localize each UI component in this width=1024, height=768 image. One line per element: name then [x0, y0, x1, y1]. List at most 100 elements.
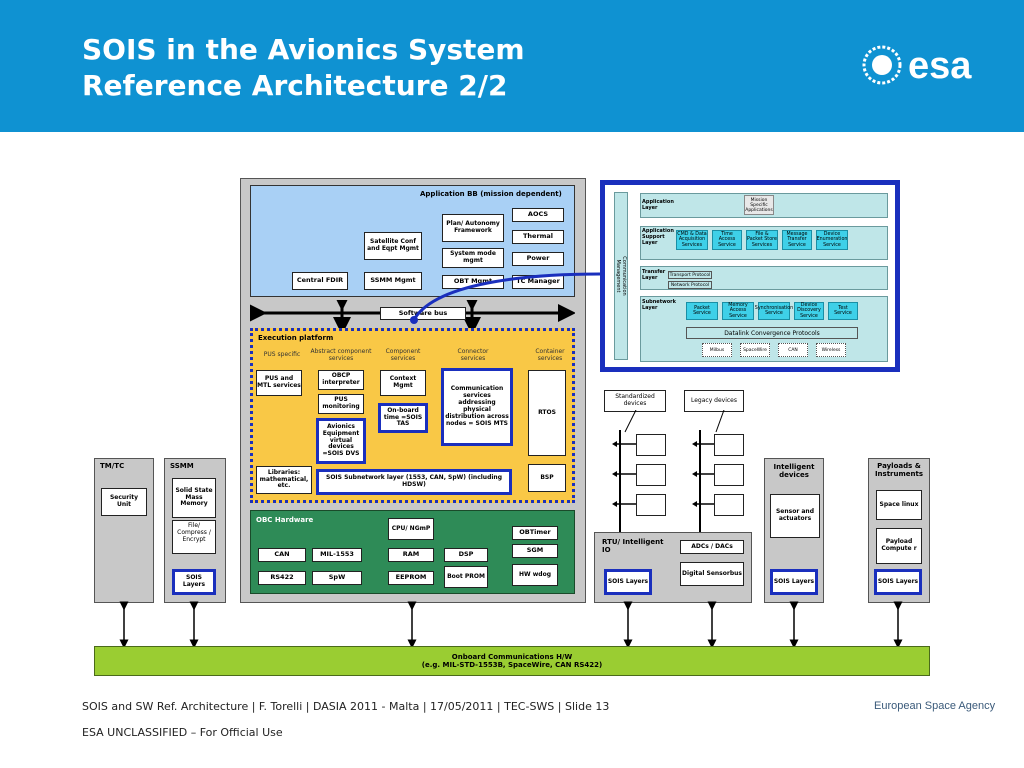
obc-hardware-title: OBC Hardware — [256, 516, 314, 524]
legacy-device-1 — [714, 434, 744, 456]
slide-title: SOIS in the Avionics System Reference Ar… — [82, 33, 525, 102]
execution-platform-title: Execution platform — [258, 334, 334, 342]
file-compress-box: File/ Compress / Encrypt — [172, 520, 216, 554]
can-box: CAN — [258, 548, 306, 562]
can-link: CAN — [778, 343, 808, 357]
file-packet-store-service: File & Packet Store Services — [746, 230, 778, 250]
legacy-devices-callout: Legacy devices — [684, 390, 744, 412]
standardized-device-2 — [636, 464, 666, 486]
spacewire-link: SpaceWire — [740, 343, 770, 357]
connector-services-label: Connector services — [457, 348, 489, 362]
device-discovery-service: Device Discovery Service — [794, 302, 824, 320]
payloads-title: Payloads & Instruments — [874, 462, 924, 478]
digital-sensorbus-box: Digital Sensorbus — [680, 562, 744, 586]
rtu-title: RTU/ Intelligent IO — [602, 538, 664, 555]
footer-classification: ESA UNCLASSIFIED – For Official Use — [82, 726, 283, 739]
packet-service: Packet Service — [686, 302, 718, 320]
transfer-layer-label: Transfer Layer — [642, 269, 666, 281]
comm-mgmt-bar — [614, 192, 628, 360]
wireless-link: Wireless — [816, 343, 846, 357]
cpu-box: CPU/ NGmP — [388, 518, 434, 540]
standardized-devices-callout: Standardized devices — [604, 390, 666, 412]
application-layer-label: Application Layer — [642, 199, 674, 211]
communication-mts-box: Communication services addressing physic… — [441, 368, 513, 446]
container-services-label: Container services — [535, 348, 565, 362]
network-protocol-box: Network Protocol — [668, 281, 712, 289]
plan-autonomy-box: Plan/ Autonomy Framework — [442, 214, 504, 242]
synchronisation-service: Synchronisation Service — [755, 302, 793, 320]
tmtc-panel — [94, 458, 154, 603]
payload-computer-box: Payload Compute r — [876, 528, 922, 564]
aocs-box: AOCS — [512, 208, 564, 222]
context-mgmt-box: Context Mgmt — [380, 370, 426, 396]
device-enumeration-service: Device Enumeration Service — [816, 230, 848, 250]
standardized-device-1 — [636, 434, 666, 456]
legacy-device-2 — [714, 464, 744, 486]
obtimer-box: OBTimer — [512, 526, 558, 540]
cmd-data-acq-service: CMD & Data Acquisition Services — [676, 230, 708, 250]
abstract-services-label: Abstract component services — [310, 348, 372, 362]
central-fdir-box: Central FDIR — [292, 272, 348, 290]
rtu-sois-layers: SOIS Layers — [604, 569, 652, 595]
space-linux-box: Space linux — [876, 490, 922, 520]
onboard-time-box: On-board time =SOIS TAS — [378, 403, 428, 433]
solid-state-mass-memory-box: Solid State Mass Memory — [172, 478, 216, 518]
svg-text:esa: esa — [908, 45, 972, 87]
satellite-conf-box: Satellite Conf and Eqpt Mgmt — [364, 232, 422, 260]
memory-access-service: Memory Access Service — [722, 302, 754, 320]
hw-wdog-box: HW wdog — [512, 564, 558, 586]
obt-mgmt-box: OBT Mgmt — [442, 275, 504, 289]
app-support-layer-label: Application Support Layer — [642, 228, 674, 246]
zoom-connector-line — [410, 272, 601, 324]
adcs-dacs-box: ADCs / DACs — [680, 540, 744, 554]
bus-line-2: (e.g. MIL-STD-1553B, SpaceWire, CAN RS42… — [421, 661, 603, 669]
datalink-convergence-box: Datalink Convergence Protocols — [686, 327, 858, 339]
avionics-dvs-box: Avionics Equipment virtual devices =SOIS… — [316, 418, 366, 464]
ssmm-sois-layers: SOIS Layers — [172, 569, 216, 595]
intelligent-devices-title: Intelligent devices — [773, 463, 815, 479]
spw-box: SpW — [312, 571, 362, 585]
system-mode-box: System mode mgmt — [442, 248, 504, 268]
bus-line-1: Onboard Communications H/W — [451, 653, 573, 661]
sensor-actuators-box: Sensor and actuators — [770, 494, 820, 538]
payloads-sois-layers: SOIS Layers — [874, 569, 922, 595]
dsp-box: DSP — [444, 548, 488, 562]
thermal-box: Thermal — [512, 230, 564, 244]
pus-mtl-box: PUS and MTL services — [256, 370, 302, 396]
transport-protocol-box: Transport Protocol — [668, 271, 712, 279]
footer-reference: SOIS and SW Ref. Architecture | F. Torel… — [82, 700, 610, 713]
legacy-device-3 — [714, 494, 744, 516]
time-access-service: Time Access Service — [712, 230, 742, 250]
comm-mgmt-label: Communication Management — [615, 256, 627, 296]
esa-logo: esa — [860, 40, 1005, 90]
tmtc-title: TM/TC — [100, 462, 125, 470]
power-box: Power — [512, 252, 564, 266]
rtos-box: RTOS — [528, 370, 566, 456]
component-services-label: Component services — [385, 348, 421, 362]
mil1553-box: MIL-1553 — [312, 548, 362, 562]
message-transfer-service: Message Transfer Service — [782, 230, 812, 250]
bsp-box: BSP — [528, 464, 566, 492]
bus-connector-arrows — [119, 601, 903, 649]
ssmm-mgmt-box: SSMM Mgmt — [364, 272, 422, 290]
application-bb-title: Application BB (mission dependent) — [420, 190, 562, 198]
sois-subnetwork-box: SOIS Subnetwork layer (1553, CAN, SpW) (… — [316, 469, 512, 495]
device-connectors — [612, 410, 725, 532]
security-unit-box: Security Unit — [101, 488, 147, 516]
pus-monitoring-box: PUS monitoring — [318, 394, 364, 414]
ssmm-title: SSMM — [170, 462, 194, 470]
libraries-box: Libraries: mathematical, etc. — [256, 466, 312, 494]
ram-box: RAM — [388, 548, 434, 562]
obcp-box: OBCP interpreter — [318, 370, 364, 390]
onboard-communications-bus: Onboard Communications H/W (e.g. MIL-STD… — [94, 646, 930, 676]
standardized-device-3 — [636, 494, 666, 516]
rs422-box: RS422 — [258, 571, 306, 585]
subnetwork-layer-label: Subnetwork Layer — [642, 299, 676, 311]
test-service: Test Service — [828, 302, 858, 320]
eeprom-box: EEPROM — [388, 571, 434, 585]
intelligent-sois-layers: SOIS Layers — [770, 569, 818, 595]
header-bar — [0, 0, 1024, 132]
bootprom-box: Boot PROM — [444, 566, 488, 588]
pus-specific-label: PUS specific — [263, 351, 301, 358]
sgm-box: SGM — [512, 544, 558, 558]
